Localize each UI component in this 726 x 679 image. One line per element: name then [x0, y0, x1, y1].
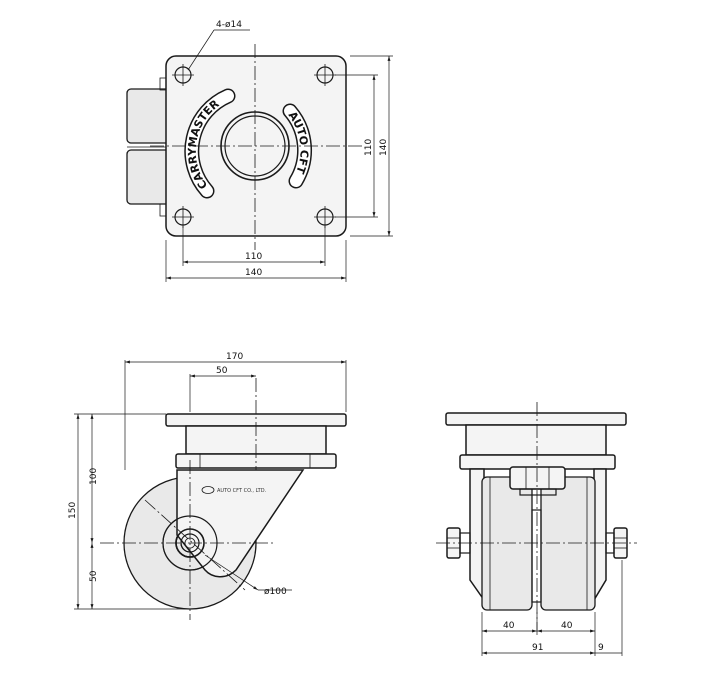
dim-top-inner-width: 110 — [245, 252, 262, 262]
dim-top-outer-width: 140 — [245, 268, 262, 278]
front-fork-right — [593, 468, 607, 603]
front-king-nut — [509, 466, 566, 490]
dim-side-total-height: 150 — [68, 502, 78, 519]
front-view: 40 40 91 9 — [436, 402, 637, 656]
dim-top-inner-height: 110 — [364, 139, 374, 156]
dim-front-overall: 91 — [532, 643, 543, 653]
hole-callout: 4-ø14 — [216, 20, 242, 30]
front-mount-plate — [445, 412, 627, 426]
dim-wheel-diameter: ø100 — [264, 587, 287, 597]
front-wheel-spacer — [531, 509, 542, 603]
dim-side-upper-height: 100 — [89, 468, 99, 485]
dim-side-overall-width: 170 — [226, 352, 243, 362]
dim-top-outer-height: 140 — [379, 139, 389, 156]
dim-front-wheel-left: 40 — [503, 621, 515, 631]
side-view: AUTO CFT CO., LTD. ø100 170 50 150 100 5… — [68, 352, 347, 620]
side-manufacturer: AUTO CFT CO., LTD. — [217, 488, 267, 494]
side-swivel-arm — [176, 469, 305, 578]
dim-front-wheel-right: 40 — [561, 621, 573, 631]
front-bearing-body — [465, 424, 607, 456]
dim-side-lower-height: 50 — [89, 570, 99, 582]
dim-side-offset: 50 — [216, 366, 228, 376]
front-wheel-left — [481, 476, 533, 611]
dim-front-bolt: 9 — [598, 643, 604, 653]
top-view: CARRYMASTER AUTO CFT 4-ø14 110 140 110 1… — [126, 20, 393, 282]
